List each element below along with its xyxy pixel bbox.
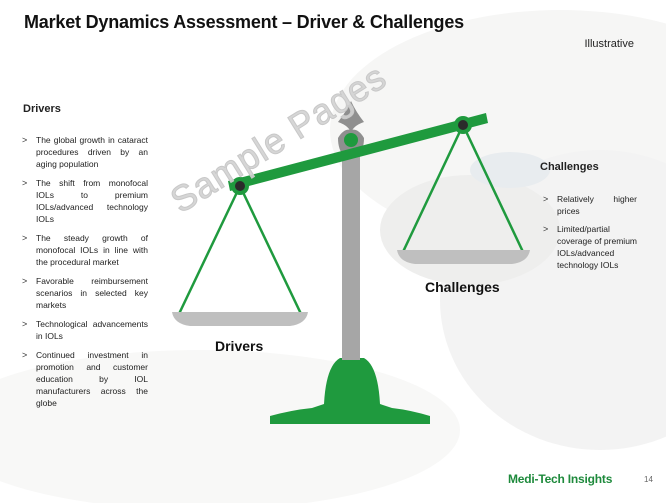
left-pan	[172, 312, 308, 326]
scale-finial	[338, 101, 364, 134]
right-pan	[397, 250, 530, 264]
illustrative-tag: Illustrative	[584, 38, 634, 50]
page-number: 14	[644, 475, 653, 484]
challenges-list: > Relatively higher prices > Limited/parti…	[543, 193, 637, 277]
challenges-pan-label: Challenges	[425, 279, 500, 295]
scale-base-plate	[270, 416, 430, 424]
list-item: > Limited/partial coverage of premium IOL…	[543, 223, 637, 271]
chevron-right-icon: >	[22, 319, 28, 329]
list-item: > Relatively higher prices	[543, 193, 637, 217]
scale-beam	[228, 113, 488, 191]
list-item: > Continued investment in promotion and c…	[22, 349, 148, 409]
driver-text: The global growth in cataract procedures…	[36, 135, 148, 169]
driver-text: The shift from monofocal IOLs to premium…	[36, 178, 148, 224]
challenge-text: Limited/partial coverage of premium IOLs…	[557, 224, 637, 270]
chevron-right-icon: >	[22, 276, 28, 286]
page-title: Market Dynamics Assessment – Driver & Ch…	[24, 12, 464, 32]
chevron-right-icon: >	[22, 350, 28, 360]
list-item: > Favorable reimbursement scenarios in se…	[22, 275, 148, 311]
drivers-list: > The global growth in cataract procedure…	[22, 134, 148, 416]
drivers-pan-label: Drivers	[215, 338, 264, 354]
driver-text: The steady growth of monofocal IOLs in l…	[36, 233, 148, 267]
driver-text: Technological advancements in IOLs	[36, 319, 148, 341]
scale-post	[342, 138, 360, 360]
chevron-right-icon: >	[22, 233, 28, 243]
driver-text: Continued investment in promotion and cu…	[36, 350, 148, 408]
list-item: > The shift from monofocal IOLs to premiu…	[22, 177, 148, 225]
challenges-heading: Challenges	[540, 161, 599, 173]
chevron-right-icon: >	[22, 178, 28, 188]
list-item: > The global growth in cataract procedure…	[22, 134, 148, 170]
chevron-right-icon: >	[543, 194, 549, 204]
driver-text: Favorable reimbursement scenarios in sel…	[36, 276, 148, 310]
drivers-heading: Drivers	[23, 103, 61, 115]
scale-base	[270, 358, 430, 424]
chevron-right-icon: >	[22, 135, 28, 145]
list-item: > Technological advancements in IOLs	[22, 318, 148, 342]
list-item: > The steady growth of monofocal IOLs in …	[22, 232, 148, 268]
brand-logo: Medi-Tech Insights	[508, 472, 613, 486]
scale-pivot	[344, 133, 358, 147]
chevron-right-icon: >	[543, 224, 549, 234]
challenge-text: Relatively higher prices	[557, 194, 637, 216]
